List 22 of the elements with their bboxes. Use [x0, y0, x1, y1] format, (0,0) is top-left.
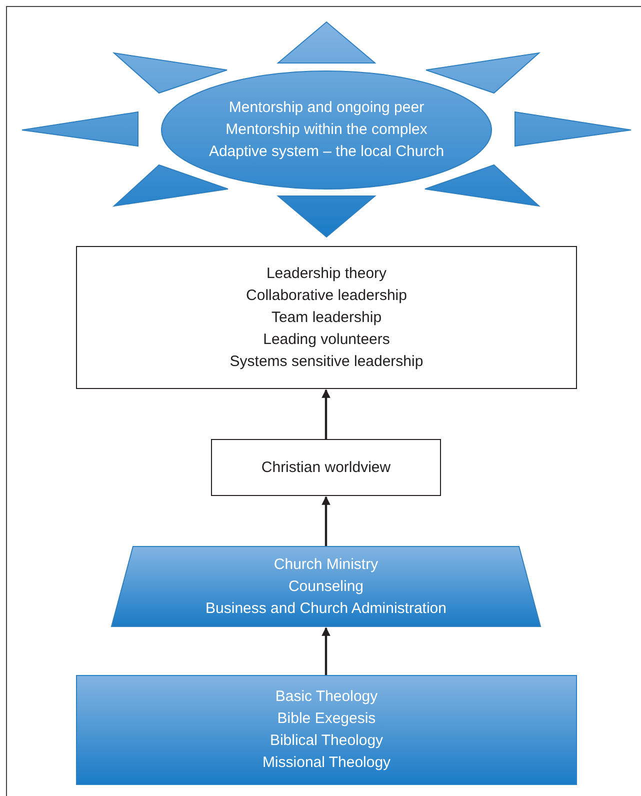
node-text: Church Ministry: [274, 554, 378, 574]
text-box: [211, 439, 441, 496]
node-text: Systems sensitive leadership: [230, 352, 424, 372]
node-text: Business and Church Administration: [206, 598, 446, 618]
node-text: Leading volunteers: [263, 330, 390, 350]
arrow: [322, 496, 330, 546]
node-text: Mentorship within the complex: [226, 120, 428, 140]
node-text: Adaptive system – the local Church: [208, 142, 444, 162]
arrow: [322, 627, 330, 675]
node-text: Counseling: [288, 576, 364, 596]
arrow: [322, 389, 330, 439]
node-text: Christian worldview: [261, 458, 391, 478]
node-text: Missional Theology: [262, 753, 391, 773]
text-box: [76, 246, 577, 389]
node-text: Bible Exegesis: [277, 709, 376, 729]
node-text: Biblical Theology: [270, 731, 384, 751]
node-text: Mentorship and ongoing peer: [228, 98, 424, 118]
node-text: Leadership theory: [266, 264, 387, 284]
gradient-box: [76, 675, 577, 785]
node-text: Team leadership: [271, 308, 382, 328]
node-text: Collaborative leadership: [246, 286, 407, 306]
node-text: Basic Theology: [275, 687, 378, 707]
